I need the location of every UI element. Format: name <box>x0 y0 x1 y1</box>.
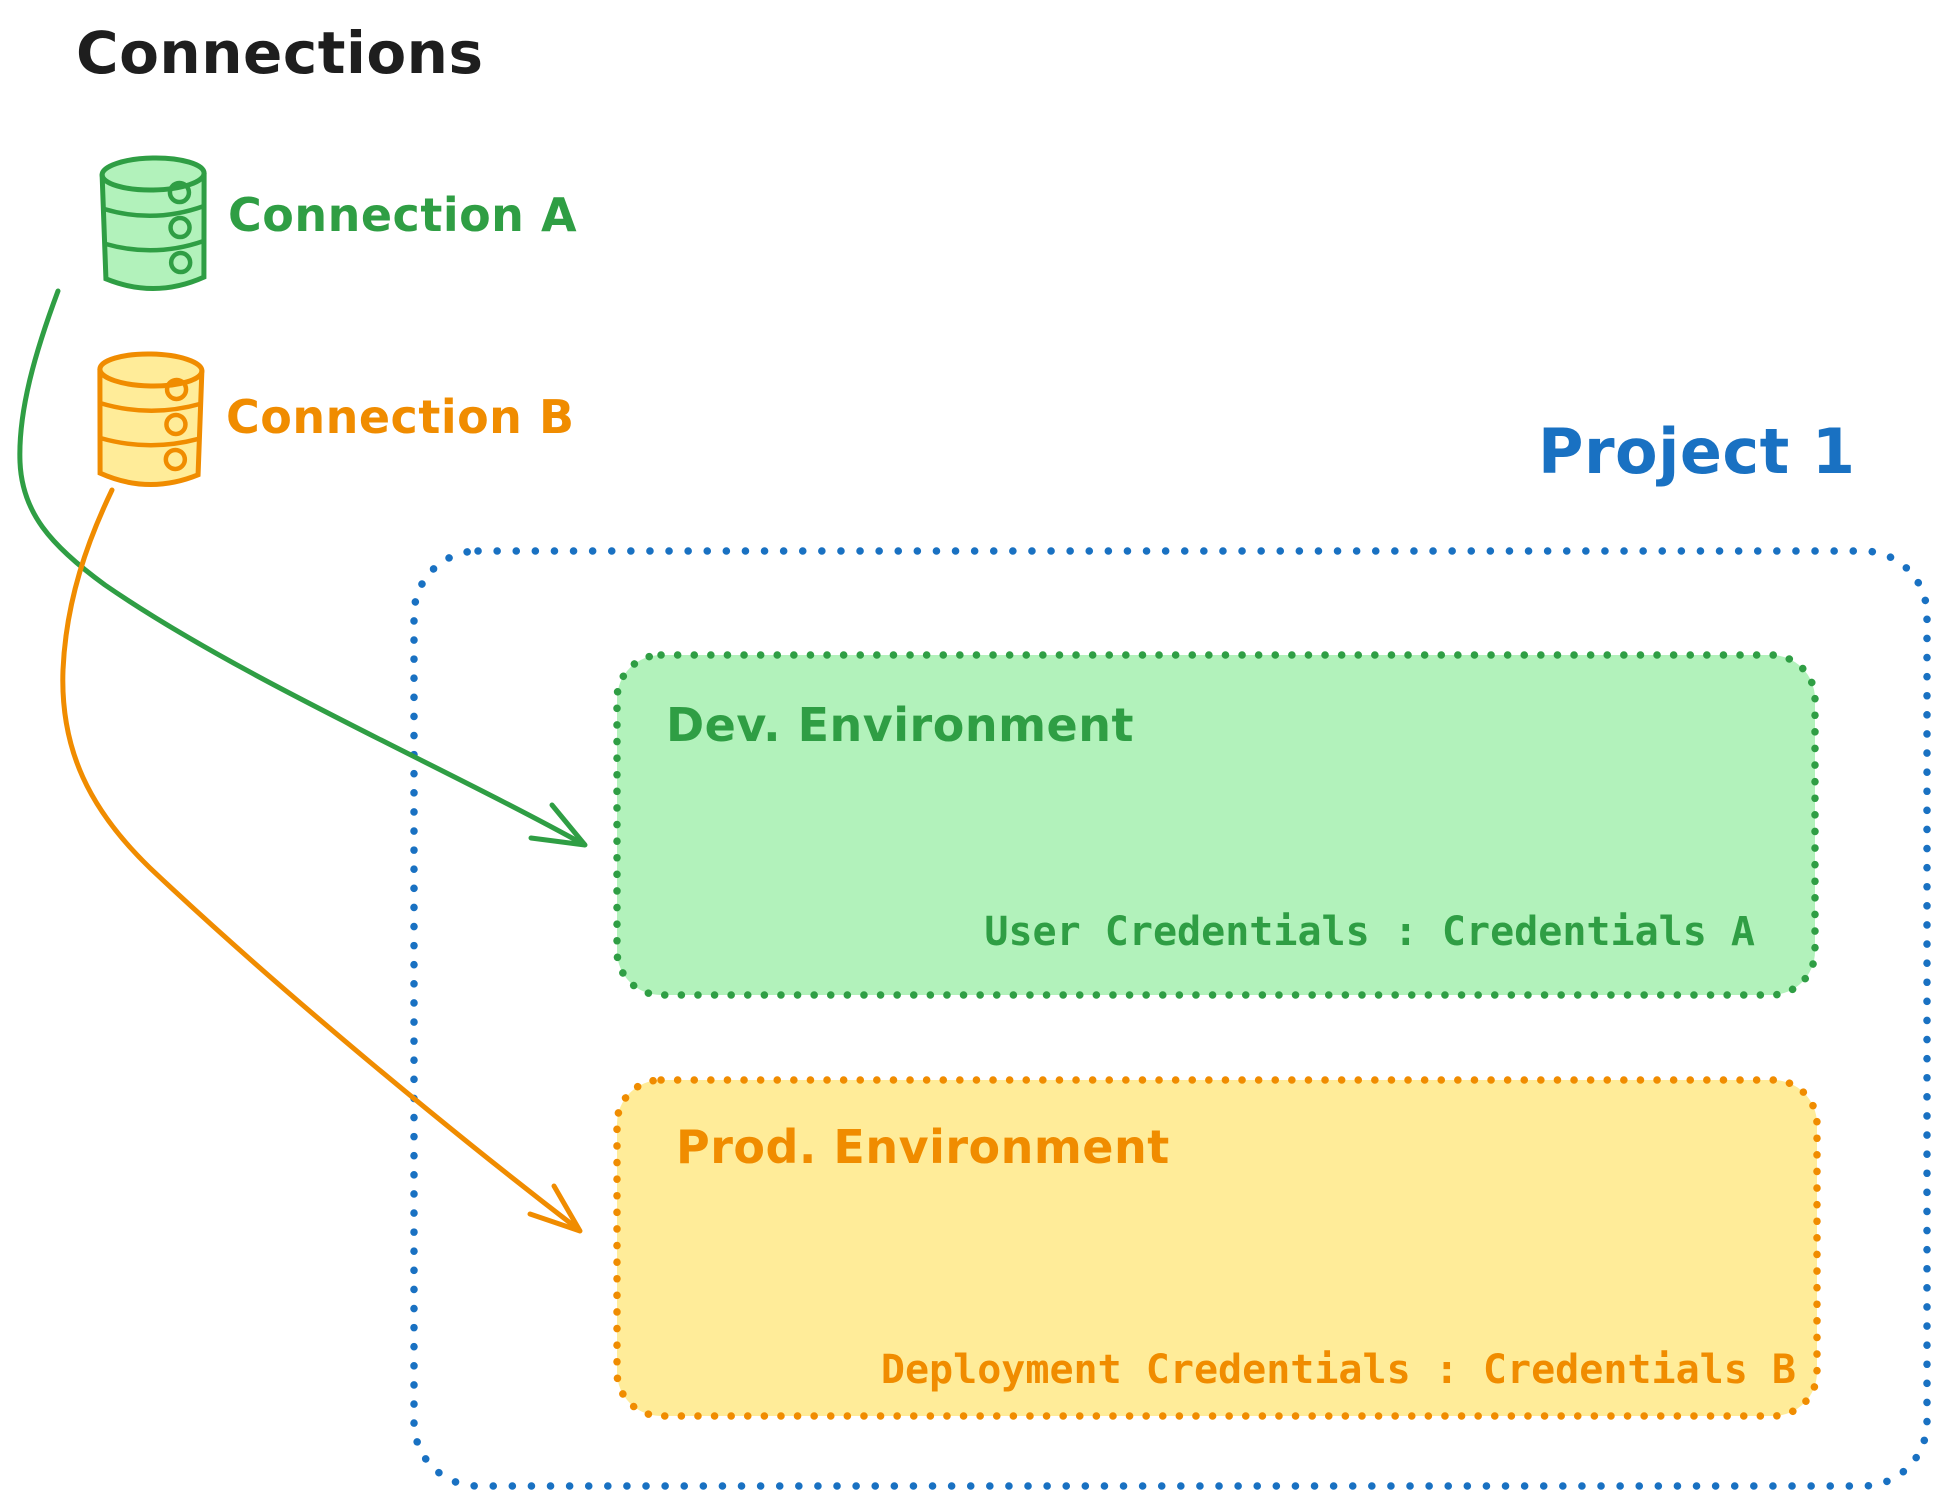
prod-environment-box <box>613 1076 1821 1420</box>
project-title: Project 1 <box>1538 415 1856 488</box>
prod-environment-title: Prod. Environment <box>676 1120 1170 1174</box>
connection-a-label: Connection A <box>228 188 578 242</box>
arrow-connection-a-to-dev <box>17 288 588 848</box>
project-box <box>410 547 1931 1490</box>
database-icon-connection-a <box>99 155 207 291</box>
arrowhead-icon <box>528 802 588 848</box>
arrowhead-icon <box>527 1183 583 1234</box>
prod-environment-credentials: Deployment Credentials : Credentials B <box>880 1347 1796 1393</box>
connection-b-label: Connection B <box>226 390 575 444</box>
dev-environment-box <box>613 651 1819 999</box>
arrow-line <box>17 288 586 847</box>
dev-environment-credentials: User Credentials : Credentials A <box>984 909 1755 955</box>
arrow-connection-b-to-prod <box>60 487 583 1234</box>
arrow-line <box>60 487 581 1232</box>
connections-title: Connections <box>76 19 484 87</box>
database-icon-connection-b <box>97 351 205 487</box>
dev-environment-title: Dev. Environment <box>666 698 1134 752</box>
